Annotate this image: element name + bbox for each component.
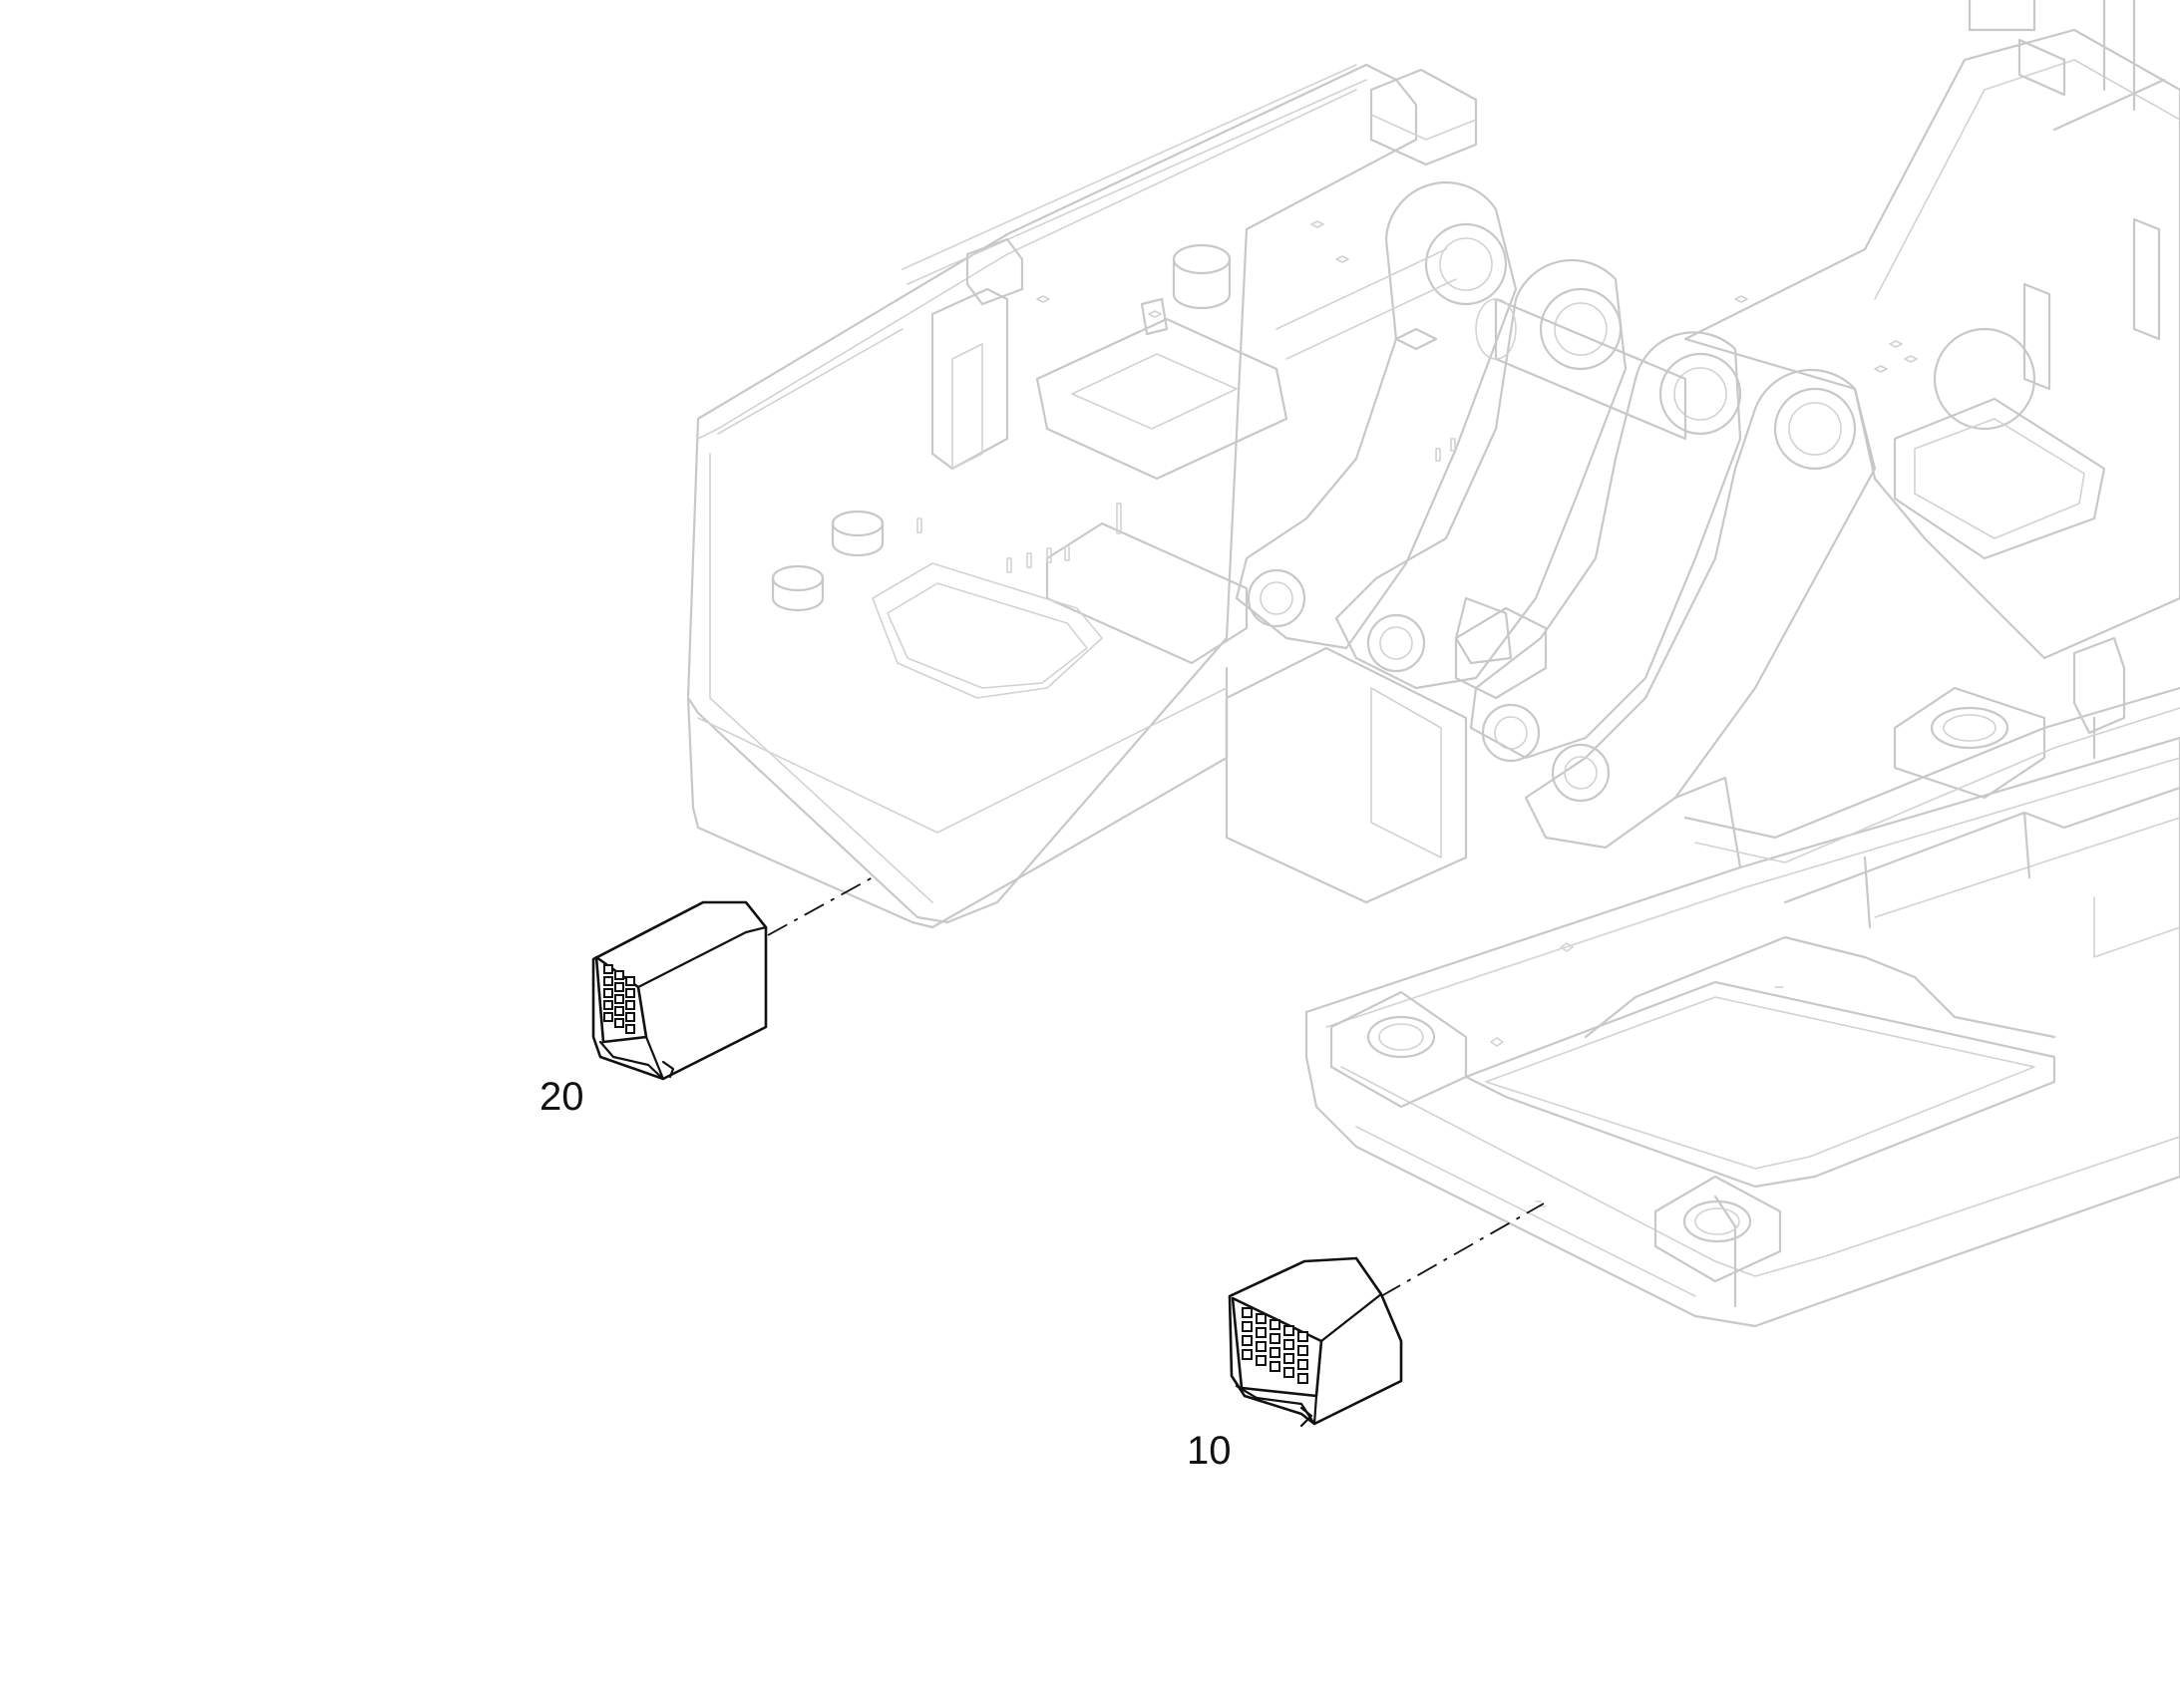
lower-frame-track-crossmember — [1304, 686, 2180, 1328]
upper-frame-chassis — [686, 0, 2180, 929]
part-10-leader-line — [1380, 1202, 1545, 1297]
part-20-cover — [591, 876, 874, 1081]
part-10-grill — [1231, 1296, 1323, 1398]
part-20-grill — [594, 955, 648, 1044]
part-20-leader-line — [767, 876, 874, 936]
part-10-cover — [1228, 1202, 1545, 1428]
callout-part-10: 10 — [1187, 1429, 1232, 1473]
callout-part-20: 20 — [540, 1075, 584, 1119]
